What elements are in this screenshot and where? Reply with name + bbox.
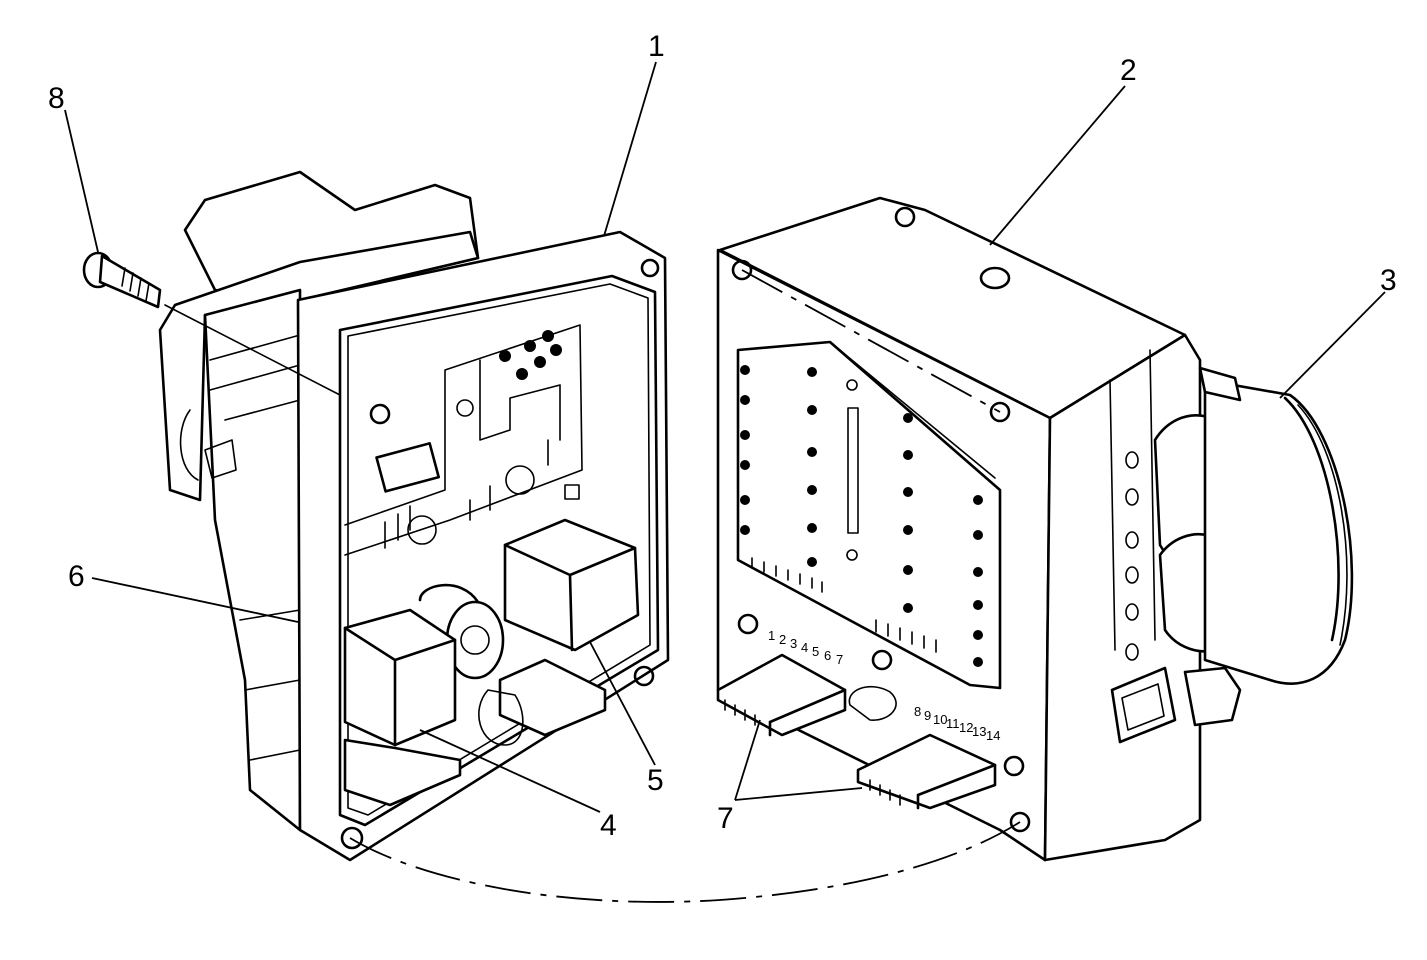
- pin-label: 13: [972, 724, 986, 739]
- mounting-screw: [82, 251, 341, 396]
- pin-label: 14: [986, 728, 1000, 743]
- alignment-line: [349, 821, 1021, 903]
- pin-label: 6: [824, 648, 831, 663]
- hydraulic-modulator-assembly: [716, 196, 1354, 862]
- control-module-assembly: [158, 170, 670, 862]
- pin-label: 11: [946, 716, 960, 731]
- pin-label: 2: [779, 632, 786, 647]
- pin-label: 7: [836, 652, 843, 667]
- callout-1: 1: [648, 30, 665, 63]
- callout-5: 5: [647, 764, 664, 797]
- callout-leaders: [64, 61, 1386, 813]
- callout-8: 8: [48, 82, 65, 115]
- callout-2: 2: [1120, 54, 1137, 87]
- pin-labels-lower: 8 9 10 11 12 13 14: [914, 704, 1000, 743]
- pin-label: 10: [933, 712, 947, 727]
- callout-6: 6: [68, 560, 85, 593]
- alignment-line: [741, 269, 1001, 413]
- coil-terminals: [740, 365, 983, 667]
- callout-7: 7: [717, 802, 734, 835]
- pin-label: 8: [914, 704, 921, 719]
- pin-label: 3: [790, 636, 797, 651]
- callout-4: 4: [600, 809, 617, 842]
- transistor-group: [499, 330, 562, 380]
- pin-label: 5: [812, 644, 819, 659]
- pin-labels-upper: 1 2 3 4 5 6 7: [768, 628, 843, 667]
- pin-label: 1: [768, 628, 775, 643]
- port-holes: [1125, 451, 1139, 661]
- callout-3: 3: [1380, 264, 1397, 297]
- pin-label: 12: [959, 720, 973, 735]
- pin-label: 4: [801, 640, 808, 655]
- pin-label: 9: [924, 708, 931, 723]
